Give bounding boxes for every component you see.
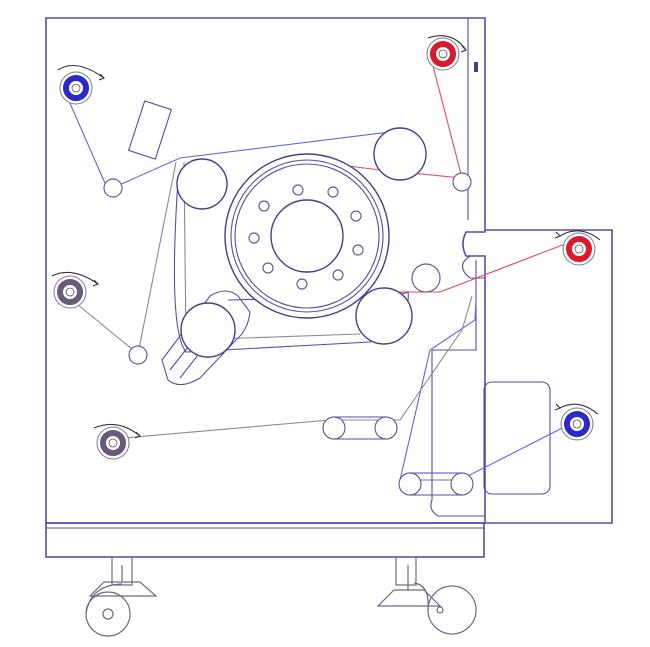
reel-unwind-red-top-right (426, 35, 467, 71)
arrow-head-icon (98, 73, 105, 81)
curved-arrow-icon (57, 64, 105, 79)
idler-roller (398, 472, 422, 496)
reel-unwind-blue-top-left (57, 64, 105, 105)
reel-material (564, 411, 590, 437)
roller-top-left (176, 158, 228, 210)
reel-material (430, 41, 456, 67)
curved-arrow-icon (93, 423, 141, 437)
reels-layer (51, 35, 601, 460)
extension-inner-frame (430, 260, 485, 517)
idler-roller (103, 178, 123, 198)
roller-bottom-left-assembly (161, 290, 251, 386)
roller-bottom-right (355, 287, 413, 345)
roller-top-right (373, 127, 427, 181)
curved-arrow-icon (51, 271, 99, 285)
curved-arrow-icon (559, 230, 601, 241)
control-panel-box (483, 381, 551, 495)
idler-roller (128, 345, 148, 365)
arrow-head-icon (554, 403, 561, 411)
web-path-blue-lower (399, 299, 579, 481)
reel-core (438, 49, 448, 59)
arrow-head-icon (92, 279, 99, 287)
reel-unwind-blue-right (554, 403, 599, 441)
right-extension-outline (485, 229, 613, 524)
idler-roller (452, 172, 472, 192)
tilted-blade-unit (127, 100, 173, 160)
reel-material (100, 430, 126, 456)
web-path-blue-top (64, 91, 421, 191)
side-indicator (474, 62, 478, 72)
reel-unwind-grey-left (51, 271, 99, 309)
reel-core (574, 244, 584, 254)
reel-core (572, 419, 582, 429)
reel-material (57, 279, 83, 305)
base-plinth (45, 522, 485, 558)
idler-roller (450, 472, 474, 496)
caster-wheel-icon (85, 556, 158, 637)
reel-rewind-grey-bottom-left (93, 423, 141, 460)
idler-roller (374, 416, 398, 440)
reel-core (65, 287, 75, 297)
idler-roller (322, 416, 346, 440)
reel-material (566, 236, 592, 262)
arrow-head-icon (554, 231, 561, 239)
roller-right-small (411, 263, 441, 293)
central-impression-drum (224, 153, 390, 319)
reel-unwind-red-right (554, 230, 601, 266)
reel-core (108, 438, 118, 448)
web-path-grey-bottom (99, 295, 473, 441)
arrow-head-icon (134, 431, 141, 439)
extension-notch (461, 255, 485, 279)
caster-wheel-icon (376, 556, 477, 635)
curved-arrow-icon (559, 403, 599, 415)
reel-core (71, 83, 81, 93)
arrow-head-icon (460, 45, 467, 53)
main-cabinet-outline (45, 17, 486, 524)
reel-material (63, 75, 89, 101)
